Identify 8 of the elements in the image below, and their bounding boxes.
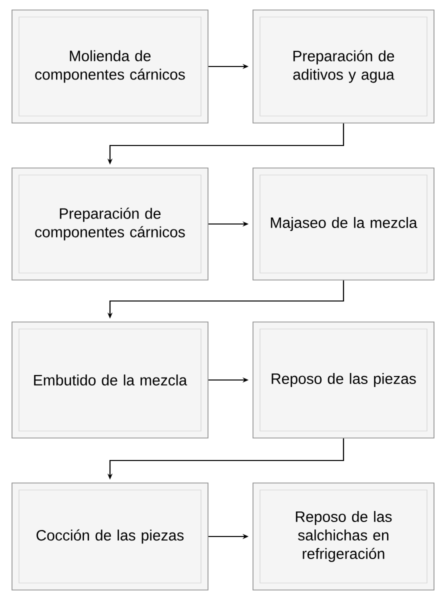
process-box: Molienda de componentes cárnicos bbox=[12, 10, 208, 124]
process-box: Preparación de aditivos y agua bbox=[252, 10, 434, 124]
process-box: Preparación de componentes cárnicos bbox=[12, 168, 208, 280]
process-box: Majaseo de la mezcla bbox=[252, 168, 434, 280]
process-box: Reposo de las salchichas en refrigeración bbox=[252, 482, 434, 590]
process-box: Reposo de las piezas bbox=[252, 322, 434, 438]
process-box: Cocción de las piezas bbox=[12, 482, 208, 590]
process-box: Embutido de la mezcla bbox=[12, 322, 208, 438]
